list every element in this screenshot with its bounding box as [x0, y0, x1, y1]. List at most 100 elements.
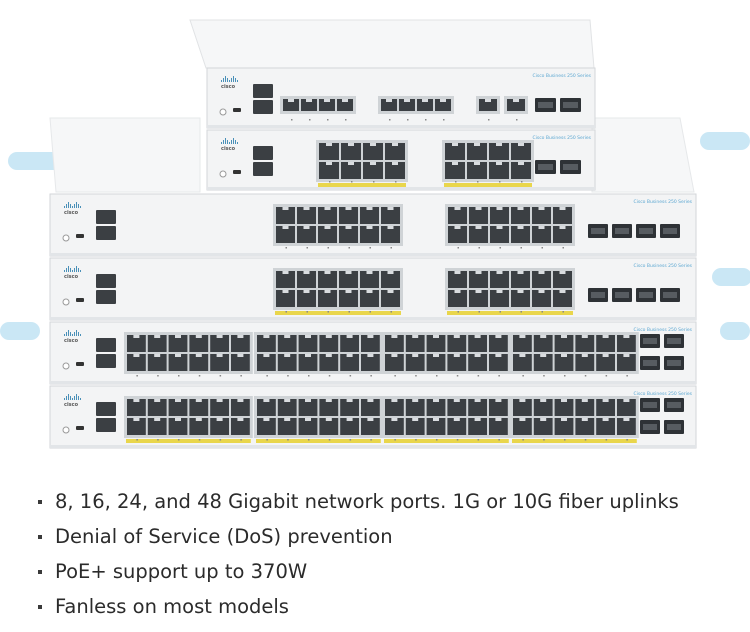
poe-label-strip	[318, 183, 406, 187]
rj45-port-latch	[216, 399, 223, 402]
rj45-port-latch	[284, 399, 291, 402]
rj45-port	[553, 271, 572, 288]
port-number-mark	[541, 247, 543, 249]
rj45-port-latch	[392, 143, 398, 146]
rj45-port-latch	[495, 418, 502, 421]
console-port	[253, 100, 273, 114]
cisco-logo: cisco	[64, 394, 81, 408]
reset-button	[62, 234, 70, 242]
series-label: Cisco Business 250 Series	[633, 391, 692, 397]
cisco-logo-bar	[76, 394, 77, 400]
rj45-port	[318, 226, 337, 243]
port-number-mark	[328, 439, 331, 441]
bullet-icon	[38, 535, 42, 539]
port-number-mark	[407, 119, 409, 121]
port-number-mark	[415, 375, 417, 377]
cisco-logo-bar	[80, 398, 81, 400]
port-number-mark	[306, 247, 308, 249]
rj45-port	[533, 399, 553, 416]
rj45-port	[489, 399, 508, 416]
cisco-logo: cisco	[64, 202, 81, 216]
port-number-mark	[198, 375, 201, 377]
rj45-port-latch	[538, 226, 545, 229]
rj45-port-latch	[453, 399, 460, 402]
cisco-logo-bar	[237, 80, 238, 82]
rj45-port	[210, 399, 229, 416]
rj45-port	[490, 207, 509, 224]
rj45-port-latch	[263, 335, 270, 338]
rj45-port	[337, 99, 353, 111]
rj45-port-latch	[518, 162, 524, 165]
rj45-port-latch	[453, 335, 460, 338]
cisco-logo-bar	[72, 398, 73, 400]
rj45-port	[385, 162, 405, 179]
port-number-mark	[436, 375, 438, 377]
sfp-uplink-slot	[663, 292, 677, 298]
rj45-port	[617, 335, 636, 352]
rj45-port	[189, 354, 209, 371]
port-number-mark	[543, 375, 545, 377]
series-label: Cisco Business 250 Series	[532, 135, 591, 141]
feature-text: Fanless on most models	[55, 595, 289, 618]
rj45-port-latch	[392, 162, 398, 165]
rj45-port	[277, 354, 297, 371]
cisco-logo-bar	[72, 206, 73, 208]
rj45-port	[319, 335, 339, 352]
cisco-logo-bar	[235, 78, 236, 82]
rj45-port	[447, 399, 467, 416]
port-number-mark	[370, 375, 372, 377]
port-number-mark	[373, 181, 375, 183]
port-number-mark	[520, 247, 522, 249]
rj45-port-latch	[475, 271, 482, 274]
rj45-port-latch	[288, 99, 294, 102]
cisco-logo-bar	[74, 204, 75, 208]
rj45-port	[468, 399, 487, 416]
rj45-port-latch	[133, 399, 140, 402]
cisco-logo-bar	[70, 204, 71, 208]
rj45-port-latch	[346, 354, 353, 357]
port-number-mark	[390, 311, 392, 313]
rj45-port	[381, 99, 397, 111]
rj45-port	[381, 226, 400, 243]
rj45-port-latch	[495, 354, 502, 357]
cisco-logo-bar	[72, 270, 73, 272]
rj45-port	[381, 207, 400, 224]
rj45-port	[381, 290, 400, 307]
rj45-port	[257, 418, 276, 435]
cisco-logo-bar	[78, 204, 79, 208]
rj45-port-latch	[342, 99, 348, 102]
rj45-port	[297, 271, 316, 288]
rj45-port-latch	[517, 226, 524, 229]
rj45-port-latch	[519, 399, 526, 402]
rj45-port	[533, 354, 553, 371]
rj45-port	[467, 162, 487, 179]
port-number-mark	[443, 119, 445, 121]
port-number-mark	[240, 375, 242, 377]
rj45-port	[532, 226, 551, 243]
rj45-port	[257, 335, 276, 352]
rj45-port	[469, 207, 488, 224]
rj45-port	[448, 226, 467, 243]
cisco-logo-bar	[237, 142, 238, 144]
rj45-port	[532, 207, 551, 224]
rj45-port-latch	[133, 335, 140, 338]
port-number-mark	[198, 439, 201, 441]
cisco-logo-bar	[80, 206, 81, 208]
port-number-mark	[329, 181, 331, 183]
cisco-wordmark: cisco	[221, 146, 236, 152]
rj45-port-latch	[195, 418, 202, 421]
rj45-port	[489, 143, 509, 160]
port-number-mark	[543, 439, 545, 441]
rj45-port-latch	[284, 354, 291, 357]
rj45-port	[231, 399, 250, 416]
port-number-mark	[626, 375, 628, 377]
feature-item: Denial of Service (DoS) prevention	[36, 519, 679, 554]
rj45-port	[489, 162, 509, 179]
cisco-logo-bar	[231, 140, 232, 144]
switch-unit: cisco Cisco Business 250 Series	[206, 129, 596, 191]
port-number-mark	[390, 247, 392, 249]
rj45-port	[385, 399, 404, 416]
port-number-mark	[351, 181, 353, 183]
rj45-port-latch	[345, 271, 352, 274]
